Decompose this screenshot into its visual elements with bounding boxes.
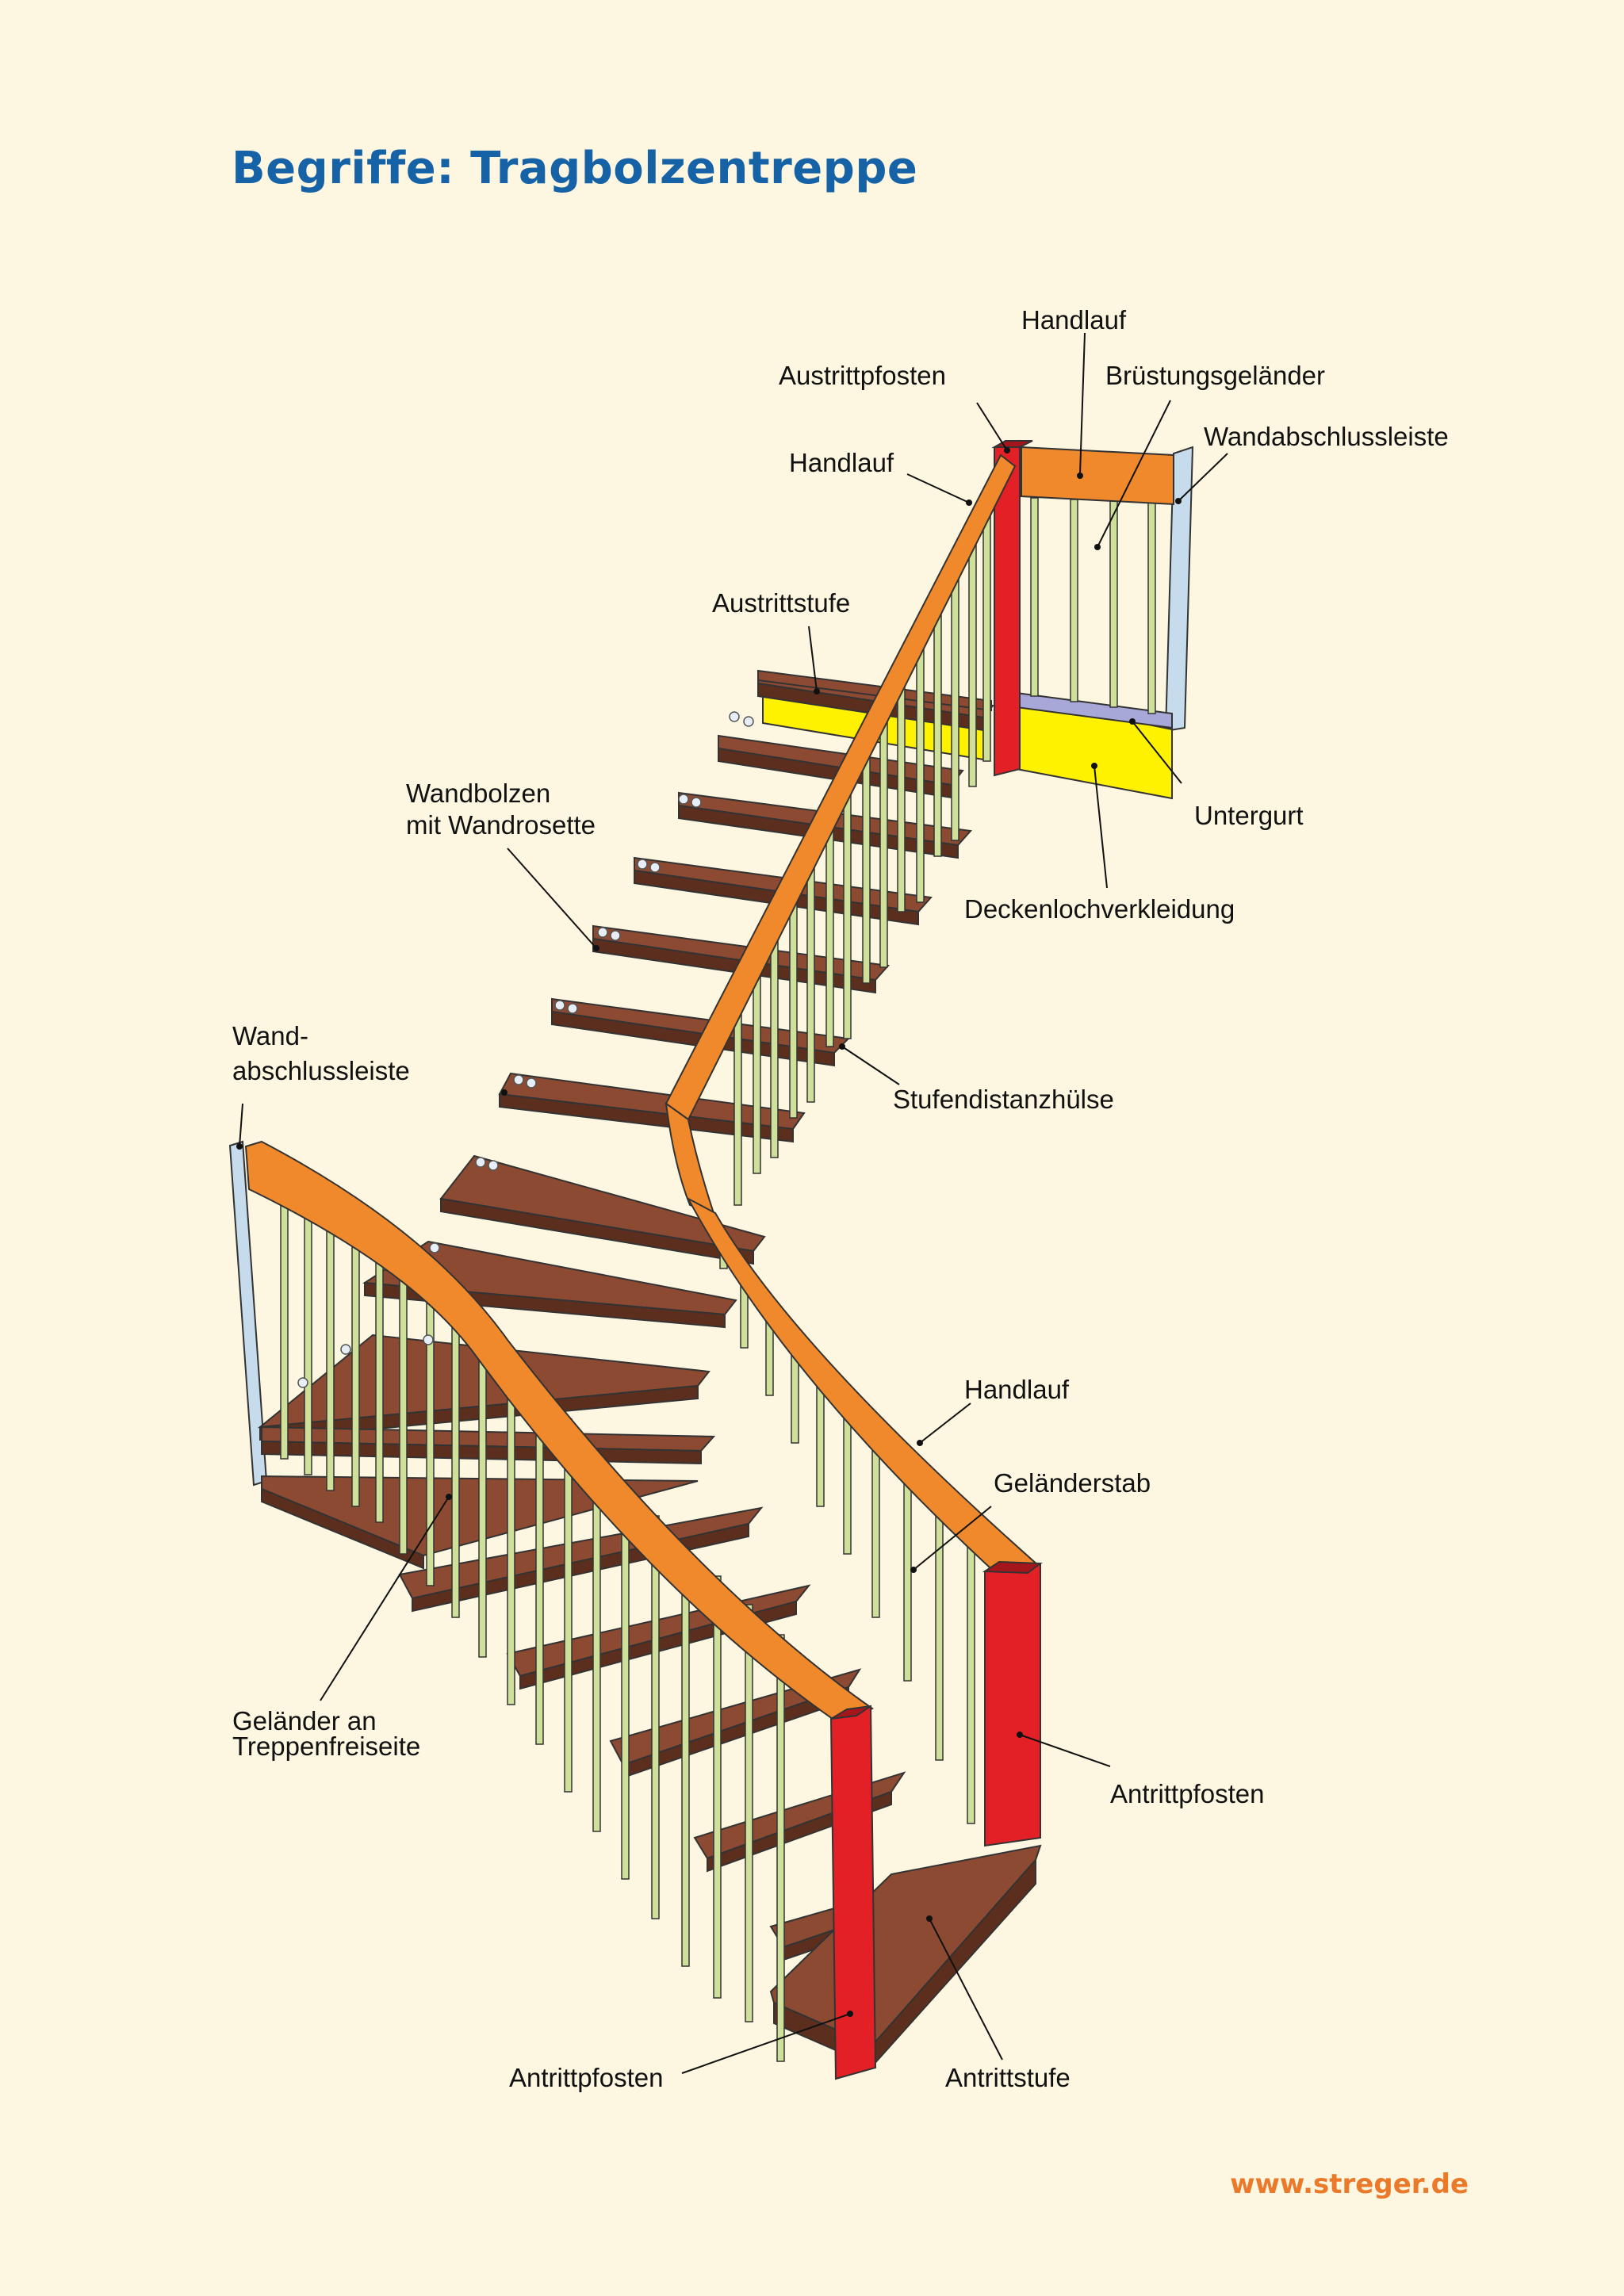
tread-front	[440, 1197, 754, 1265]
baluster	[935, 1506, 944, 1761]
start-post-bottom	[829, 1705, 877, 2080]
upper-balusters	[1030, 497, 1156, 714]
stair-handrail-upper	[665, 453, 1017, 1215]
baluster	[871, 1444, 880, 1618]
baluster	[903, 1477, 912, 1682]
baluster	[304, 1193, 312, 1475]
baluster	[968, 529, 977, 787]
baluster	[951, 564, 959, 841]
baluster	[843, 779, 852, 1039]
label-handlauf-upper: Handlauf	[789, 448, 894, 477]
baluster	[776, 1634, 785, 2062]
baluster	[843, 1412, 852, 1555]
baluster	[753, 960, 761, 1174]
baluster	[733, 998, 742, 1206]
label-wandabschlussleiste-right: Wandabschlussleiste	[1204, 422, 1449, 451]
label-antrittpfosten-bottom: Antrittpfosten	[509, 2063, 663, 2092]
label-deckenlochverkleidung: Deckenlochverkleidung	[964, 894, 1235, 924]
label-bruestungsgelaender: Brüstungsgeländer	[1105, 361, 1325, 390]
baluster	[351, 1223, 360, 1507]
bolt-rosette	[567, 1003, 578, 1014]
baluster	[789, 887, 798, 1119]
labels: Handlauf Austrittpfosten Brüstungsgeländ…	[232, 305, 1449, 2092]
stair-balusters	[280, 499, 991, 2062]
baluster	[326, 1207, 335, 1491]
exit-step	[757, 669, 992, 712]
bolt-rosette	[597, 927, 608, 938]
start-post-right	[982, 1560, 1043, 1847]
label-gelaender-freiseite-1: Geländer an	[232, 1706, 377, 1735]
bolt-rosette	[610, 930, 621, 941]
footer-url: www.streger.de	[1230, 2168, 1469, 2200]
bolt-rosette	[488, 1160, 499, 1171]
bolt-rosette	[649, 862, 661, 873]
baluster	[426, 1276, 435, 1586]
label-austrittstufe: Austrittstufe	[712, 588, 850, 618]
label-antrittstufe: Antrittstufe	[945, 2063, 1071, 2092]
bolt-rosette	[554, 1000, 565, 1011]
label-wandbolzen-1: Wandbolzen	[406, 779, 550, 808]
bolt-rosette	[297, 1377, 308, 1388]
baluster	[982, 499, 991, 762]
baluster	[816, 1380, 825, 1507]
tread-front	[592, 937, 876, 994]
baluster	[592, 1453, 601, 1832]
label-antrittpfosten-right: Antrittpfosten	[1110, 1779, 1264, 1808]
baluster	[806, 852, 815, 1103]
baluster	[745, 1604, 753, 2022]
baluster	[916, 633, 925, 903]
label-handlauf-lower: Handlauf	[964, 1375, 1070, 1404]
baluster	[879, 706, 888, 968]
baluster	[375, 1239, 384, 1523]
baluster	[451, 1296, 460, 1618]
label-gelaenderstab: Geländerstab	[994, 1468, 1151, 1498]
baluster	[825, 814, 834, 1047]
label-stufendistanzhuelse: Stufendistanzhülse	[893, 1085, 1114, 1114]
bolt-rosette	[729, 711, 740, 722]
label-wandabschlussleiste-left-1: Wand-	[232, 1021, 308, 1050]
baluster	[862, 741, 871, 984]
baluster	[280, 1179, 289, 1460]
right-wall-strip	[1164, 446, 1194, 733]
leader-lines	[239, 332, 1228, 2074]
bolt-rosette	[513, 1074, 524, 1085]
baluster	[967, 1536, 975, 1824]
page-title: Begriffe: Tragbolzentreppe	[232, 143, 918, 194]
baluster	[478, 1322, 487, 1658]
bolt-rosette	[429, 1242, 440, 1253]
baluster	[681, 1547, 690, 1967]
tread-front	[261, 1487, 424, 1570]
bolt-rosette	[423, 1334, 434, 1345]
label-wandabschlussleiste-left-2: abschlussleiste	[232, 1056, 410, 1085]
wall-bolts	[297, 711, 754, 1388]
label-gelaender-freiseite-2: Treppenfreiseite	[232, 1732, 420, 1761]
bolt-rosette	[475, 1157, 486, 1168]
baluster	[399, 1255, 408, 1555]
label-handlauf-top: Handlauf	[1021, 305, 1127, 335]
bolt-rosette	[743, 716, 754, 727]
baluster	[651, 1515, 660, 1919]
baluster	[933, 599, 942, 857]
bolt-rosette	[340, 1344, 351, 1355]
baluster	[621, 1485, 630, 1880]
label-untergurt: Untergurt	[1194, 801, 1304, 830]
bolt-rosette	[637, 859, 648, 870]
stair-handrail-left	[244, 1140, 874, 1726]
tread-front	[499, 1093, 794, 1143]
label-wandbolzen-2: mit Wandrosette	[406, 810, 596, 840]
baluster	[897, 672, 906, 913]
bolt-rosette	[691, 797, 702, 808]
upper-handrail	[1021, 446, 1174, 506]
leader-dots	[236, 447, 1182, 2017]
bolt-rosette	[678, 794, 689, 805]
baluster	[770, 925, 779, 1158]
label-austrittpfosten: Austrittpfosten	[779, 361, 946, 390]
bolt-rosette	[526, 1077, 537, 1089]
baluster	[713, 1575, 722, 1999]
